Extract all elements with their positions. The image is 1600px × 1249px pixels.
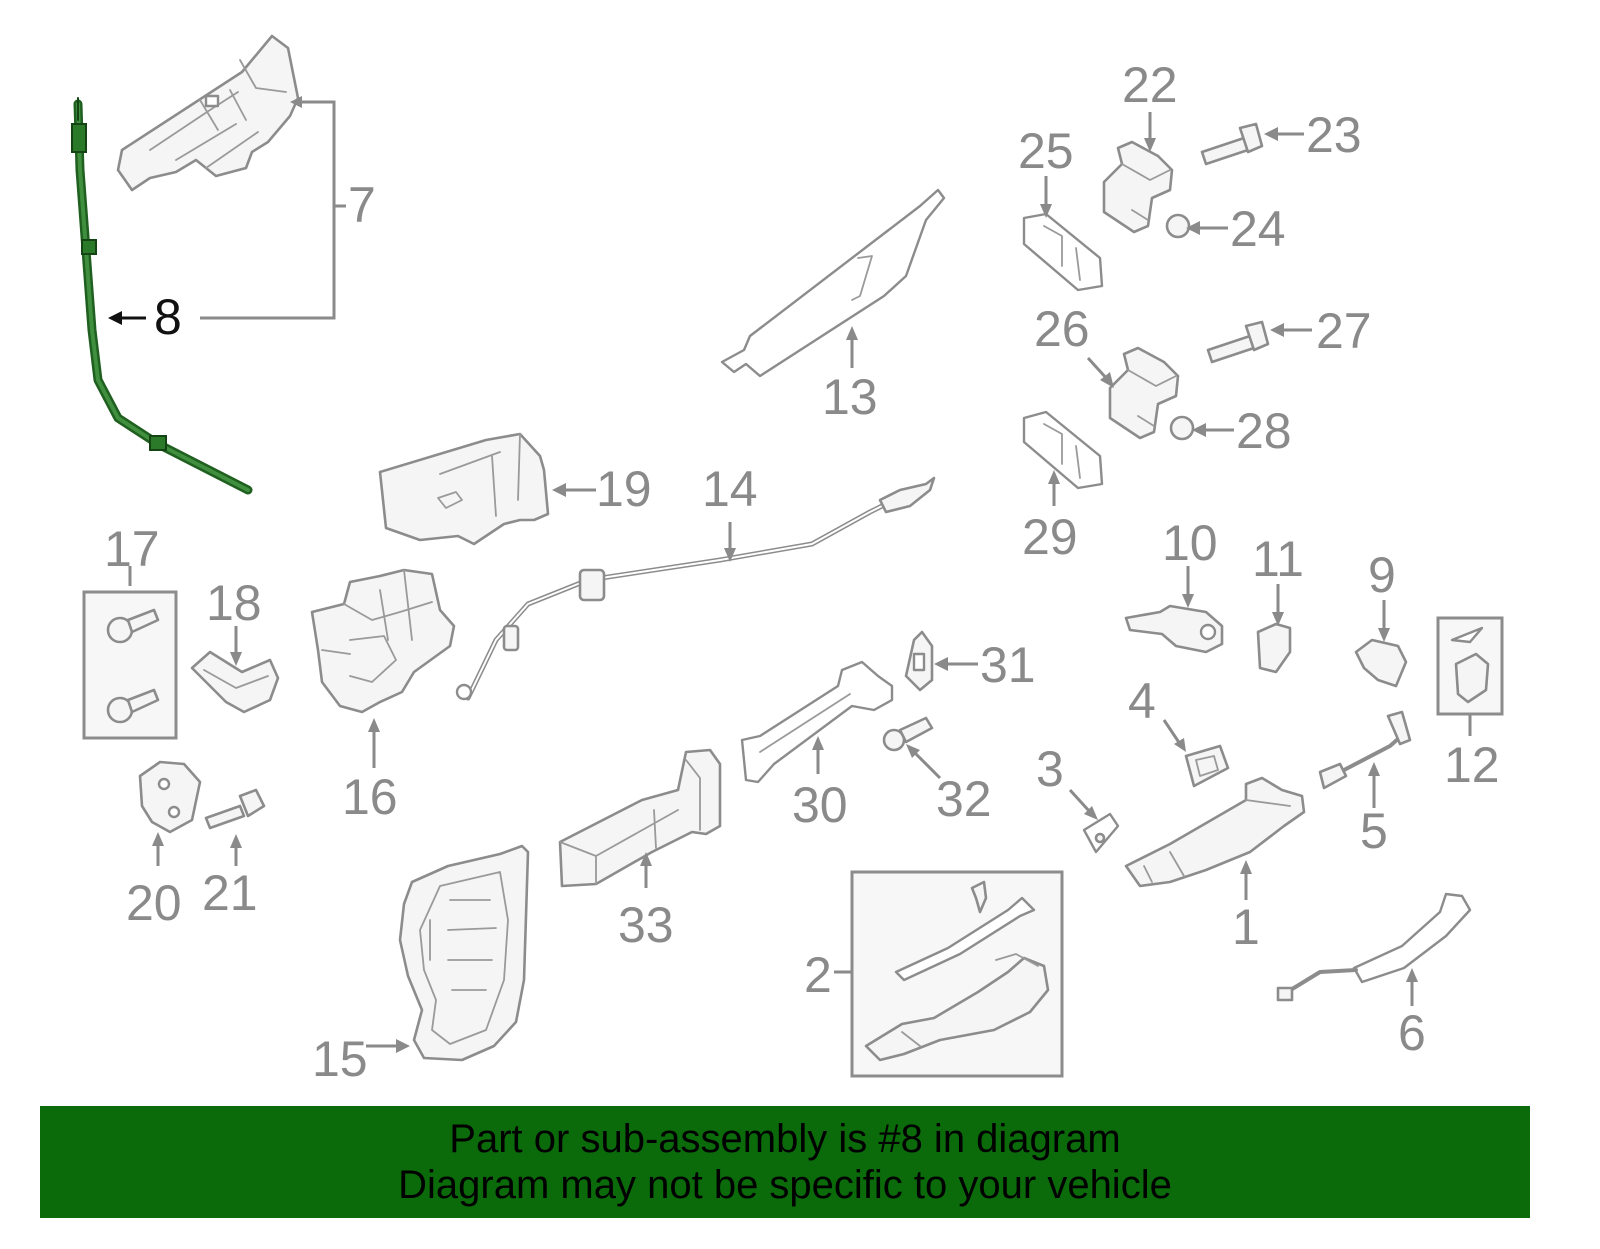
callout-16: 16 xyxy=(342,769,398,825)
callout-22: 22 xyxy=(1122,57,1178,113)
part-27-bolt xyxy=(1206,320,1270,364)
part-30-check-arm xyxy=(740,660,894,784)
part-4-handle-base xyxy=(1184,744,1230,788)
part-14-cable xyxy=(455,476,936,701)
part-31-seal xyxy=(904,630,934,692)
callout-33: 33 xyxy=(618,897,674,953)
part-1-outside-handle xyxy=(1124,776,1306,888)
part-19-cover xyxy=(378,432,550,546)
part-21-bolt xyxy=(204,788,266,830)
part-2-handle-assembly xyxy=(850,870,1064,1078)
callout-11: 11 xyxy=(1252,531,1304,587)
part-25-shim xyxy=(1022,212,1104,292)
callout-14: 14 xyxy=(702,461,758,517)
callout-30: 30 xyxy=(792,777,848,833)
part-16-latch xyxy=(310,568,456,714)
banner-line-1: Part or sub-assembly is #8 in diagram xyxy=(449,1117,1121,1161)
callout-31: 31 xyxy=(980,637,1036,693)
callout-32: 32 xyxy=(936,771,992,827)
part-33-check-housing xyxy=(558,748,722,888)
part-7-lock-housing xyxy=(116,34,300,192)
callout-4: 4 xyxy=(1128,673,1156,729)
part-20-striker xyxy=(138,760,202,834)
callout-19: 19 xyxy=(596,461,652,517)
callout-7: 7 xyxy=(348,177,376,233)
callout-9: 9 xyxy=(1368,547,1396,603)
part-8-cable-highlighted xyxy=(71,97,253,495)
callout-27: 27 xyxy=(1316,303,1372,359)
callout-17: 17 xyxy=(104,521,160,577)
part-26-hinge xyxy=(1108,346,1180,440)
callout-18: 18 xyxy=(206,575,262,631)
part-10-lock-cylinder xyxy=(1124,604,1224,654)
callout-21: 21 xyxy=(202,865,258,921)
part-29-shim xyxy=(1022,410,1104,490)
callout-8: 8 xyxy=(154,289,182,345)
callout-23: 23 xyxy=(1306,107,1362,163)
part-17-bolt-kit xyxy=(82,590,178,740)
part-22-hinge xyxy=(1102,140,1174,234)
info-banner: Part or sub-assembly is #8 in diagram Di… xyxy=(40,1106,1530,1218)
callout-24: 24 xyxy=(1230,201,1286,257)
callout-1: 1 xyxy=(1232,899,1260,955)
callout-25: 25 xyxy=(1018,123,1074,179)
part-32-bolt xyxy=(882,716,934,752)
part-12-cover-kit xyxy=(1436,616,1504,716)
callout-2: 2 xyxy=(804,947,832,1003)
part-5-handle-cable xyxy=(1318,710,1412,790)
part-23-bolt xyxy=(1200,122,1264,166)
callout-5: 5 xyxy=(1360,803,1388,859)
callout-10: 10 xyxy=(1162,515,1218,571)
bracket-7 xyxy=(200,100,346,320)
callout-26: 26 xyxy=(1034,301,1090,357)
part-15-module-panel xyxy=(398,844,530,1062)
part-9-sensor xyxy=(1354,638,1408,688)
part-11-cap xyxy=(1256,622,1292,674)
callout-15: 15 xyxy=(312,1031,368,1087)
callout-6: 6 xyxy=(1398,1005,1426,1061)
callout-29: 29 xyxy=(1022,509,1078,565)
part-28-bushing xyxy=(1169,415,1195,441)
part-3-gasket xyxy=(1082,812,1120,854)
callout-20: 20 xyxy=(126,875,182,931)
callout-12: 12 xyxy=(1444,737,1500,793)
part-24-bushing xyxy=(1165,213,1191,239)
callout-3: 3 xyxy=(1036,741,1064,797)
banner-line-2: Diagram may not be specific to your vehi… xyxy=(398,1163,1172,1207)
callout-13: 13 xyxy=(822,369,878,425)
callout-28: 28 xyxy=(1236,403,1292,459)
part-18-bracket xyxy=(190,650,280,714)
part-13-bracket xyxy=(720,188,946,378)
part-6-handle-trim xyxy=(1276,892,1472,1002)
